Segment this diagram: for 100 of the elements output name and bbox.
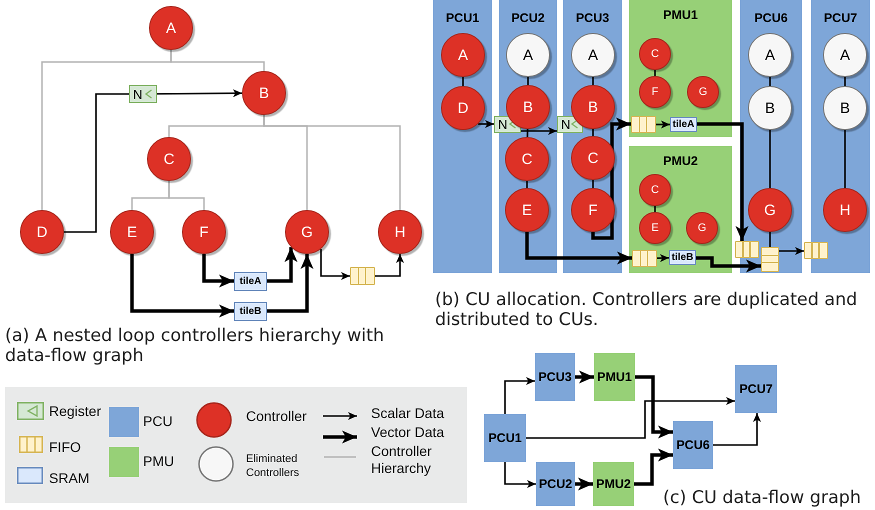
controller-label: E bbox=[651, 222, 659, 234]
fifo-buffer bbox=[631, 116, 656, 133]
controller-circle bbox=[441, 33, 485, 77]
controller-circle bbox=[149, 6, 193, 50]
legend-label: Eliminated Controllers bbox=[246, 452, 300, 480]
unit-label: PCU2 bbox=[511, 12, 545, 24]
controller-label: C bbox=[522, 152, 532, 166]
pmu-box bbox=[594, 353, 635, 401]
eliminated-controller-circle bbox=[748, 33, 792, 77]
sram-label: tileA bbox=[672, 120, 694, 130]
fifo-buffer bbox=[761, 247, 779, 272]
controller-label: D bbox=[36, 224, 48, 240]
legend-label: PMU bbox=[143, 453, 176, 470]
controller-circle bbox=[687, 76, 719, 108]
eliminated-controller-circle bbox=[571, 33, 615, 77]
controller-label: C bbox=[651, 48, 659, 60]
controller-circle bbox=[182, 210, 226, 254]
controller-label: B bbox=[764, 100, 775, 116]
controller-circle bbox=[639, 174, 671, 206]
sram-box bbox=[234, 272, 267, 291]
connector-line bbox=[654, 206, 656, 212]
pcu-box bbox=[673, 421, 713, 469]
arrow bbox=[157, 89, 242, 98]
pcu-column bbox=[811, 0, 870, 273]
connector-line bbox=[592, 129, 594, 136]
controller-label: G bbox=[764, 202, 776, 218]
connector-line bbox=[527, 77, 529, 85]
arrow bbox=[478, 120, 494, 128]
register-label: N bbox=[561, 118, 570, 131]
thick-arrow bbox=[575, 478, 593, 490]
thick-arrow bbox=[525, 232, 632, 264]
pcu-box bbox=[735, 365, 777, 413]
unit-label: PCU2 bbox=[538, 478, 572, 490]
controller-circle bbox=[378, 210, 422, 254]
controller-label: C bbox=[164, 152, 174, 166]
legend-label: Controller Hierarchy bbox=[371, 443, 433, 477]
caption: (c) CU data-flow graph bbox=[663, 488, 862, 508]
controller-label: A bbox=[764, 48, 775, 62]
connector-line bbox=[844, 77, 846, 86]
controller-label: A bbox=[166, 20, 176, 36]
hierarchy-line bbox=[168, 181, 205, 210]
controller-label: C bbox=[651, 184, 659, 196]
register-label: N bbox=[498, 118, 508, 131]
connector-line bbox=[769, 130, 771, 188]
connector-line bbox=[592, 77, 594, 85]
connector-line bbox=[462, 77, 464, 86]
pmu-box bbox=[593, 462, 634, 506]
pcu-column bbox=[499, 0, 557, 273]
connector-line bbox=[526, 128, 528, 138]
controller-circle bbox=[505, 188, 549, 232]
thick-arrow bbox=[202, 254, 234, 288]
controller-label: B bbox=[522, 100, 533, 114]
pcu-column bbox=[740, 0, 802, 273]
thick-arrow bbox=[575, 370, 594, 384]
pcu-box bbox=[536, 462, 575, 506]
sram-label: tileA bbox=[240, 276, 262, 286]
register-label: N bbox=[133, 88, 142, 100]
fifo-buffer bbox=[804, 242, 828, 259]
controller-circle bbox=[823, 188, 867, 232]
legend-label: PCU bbox=[143, 413, 174, 430]
controller-circle bbox=[505, 137, 549, 181]
unit-label: PCU3 bbox=[538, 370, 572, 384]
controller-circle bbox=[639, 212, 671, 244]
controller-label: A bbox=[458, 48, 468, 62]
thick-arrow bbox=[267, 247, 298, 283]
connector-line bbox=[769, 232, 771, 247]
unit-label: PMU1 bbox=[597, 370, 632, 384]
hierarchy-line bbox=[263, 115, 401, 210]
controller-circle bbox=[571, 85, 615, 129]
legend-label: SRAM bbox=[49, 470, 90, 487]
unit-label: PMU2 bbox=[663, 155, 698, 168]
controller-circle bbox=[639, 76, 671, 108]
controller-circle bbox=[147, 137, 191, 181]
controller-circle bbox=[571, 188, 615, 232]
eliminated-controller-circle bbox=[823, 33, 867, 77]
caption: (a) A nested loop controllers hierarchy with data-flow graph bbox=[5, 326, 386, 366]
controller-circle bbox=[748, 188, 792, 232]
unit-label: PCU7 bbox=[739, 382, 773, 396]
controller-label: C bbox=[588, 150, 598, 166]
thick-arrow bbox=[267, 254, 314, 313]
unit-label: PCU1 bbox=[446, 12, 480, 24]
eliminated-controller-circle bbox=[506, 33, 550, 77]
thick-arrow bbox=[696, 256, 761, 272]
controller-label: A bbox=[840, 48, 850, 62]
connector-line bbox=[844, 130, 846, 188]
controller-label: F bbox=[588, 202, 598, 218]
sram-box bbox=[234, 302, 267, 321]
eliminated-controller-circle bbox=[748, 86, 792, 130]
legend-label: Vector Data bbox=[371, 424, 446, 441]
caption: (b) CU allocation. Controllers are duplicated and distributed to CUs. bbox=[435, 290, 858, 330]
controller-label: A bbox=[522, 48, 533, 62]
controller-label: G bbox=[698, 222, 706, 234]
connector-line bbox=[64, 93, 129, 233]
controller-label: E bbox=[522, 202, 532, 218]
arrow bbox=[320, 248, 350, 280]
controller-label: D bbox=[458, 100, 468, 116]
eliminated-controller-circle bbox=[823, 86, 867, 130]
thick-arrow bbox=[130, 254, 234, 318]
controller-circle bbox=[110, 210, 154, 254]
connector-line bbox=[526, 181, 528, 188]
